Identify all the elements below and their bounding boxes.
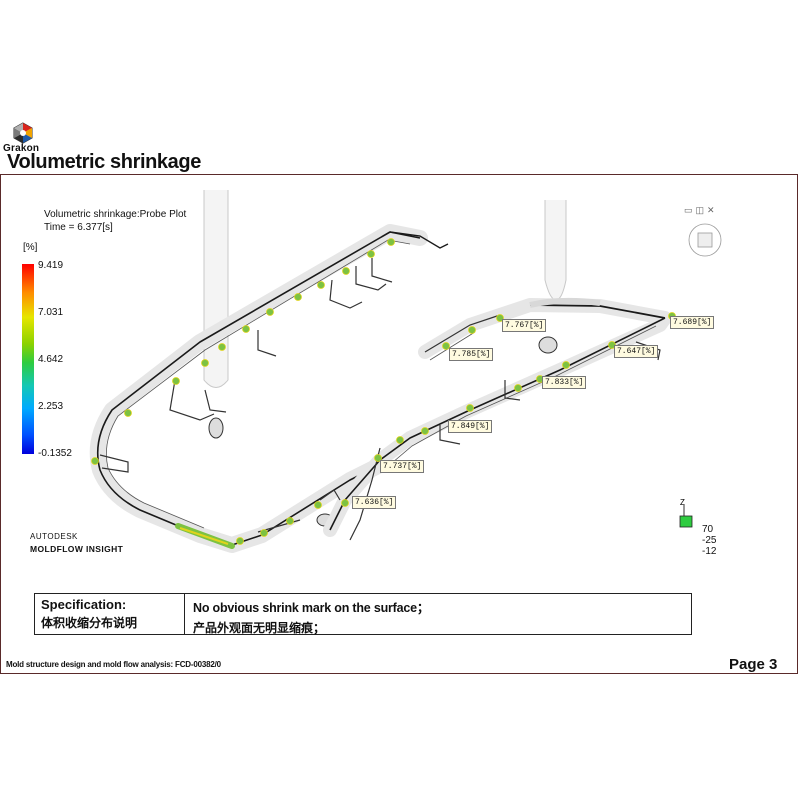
- probe-marker: [286, 517, 294, 525]
- probe-marker: [91, 457, 99, 465]
- plot-frame: [0, 174, 798, 674]
- probe-marker: [201, 359, 209, 367]
- probe-label: 7.833[%]: [542, 376, 587, 389]
- spec-label-cn: 体积收缩分布说明: [41, 616, 138, 630]
- probe-label: 7.647[%]: [614, 345, 659, 358]
- spec-value-en: No obvious shrink mark on the surface；: [193, 601, 430, 615]
- probe-marker: [367, 250, 375, 258]
- probe-marker: [236, 537, 244, 545]
- page-number: Page 3: [729, 656, 778, 673]
- probe-marker: [468, 326, 476, 334]
- probe-marker: [374, 454, 382, 462]
- page-title: Volumetric shrinkage: [7, 151, 201, 173]
- probe-marker: [242, 325, 250, 333]
- footer-text: Mold structure design and mold flow anal…: [6, 660, 221, 669]
- probe-label: 7.737[%]: [380, 460, 425, 473]
- probe-marker: [218, 343, 226, 351]
- scale-unit: [%]: [23, 242, 38, 253]
- spec-value-cn: 产品外观面无明显缩痕；: [193, 621, 326, 635]
- probe-label: 7.785[%]: [449, 348, 494, 361]
- spec-label-cell: Specification: 体积收缩分布说明: [35, 594, 185, 634]
- scale-tick-max: 9.419: [38, 260, 64, 271]
- probe-marker: [314, 501, 322, 509]
- axis-z-label: Z: [680, 498, 685, 507]
- view-controls: ▭◫✕: [684, 205, 718, 216]
- rotation-readout: 70 -25 -12: [702, 524, 716, 557]
- plot-result-name: Volumetric shrinkage:Probe Plot: [44, 209, 187, 220]
- maximize-icon[interactable]: ◫: [695, 205, 708, 215]
- specification-table: Specification: 体积收缩分布说明 No obvious shrin…: [34, 593, 692, 635]
- scale-tick: 7.031: [38, 307, 64, 318]
- scale-tick: 2.253: [38, 401, 64, 412]
- rotation-x: 70: [702, 524, 714, 535]
- probe-marker: [496, 314, 504, 322]
- orientation-triad-icon: Z: [679, 498, 693, 528]
- probe-marker: [442, 342, 450, 350]
- probe-label: 7.767[%]: [502, 319, 547, 332]
- rotation-y: -25: [702, 535, 717, 546]
- software-label: MOLDFLOW INSIGHT: [30, 544, 124, 554]
- restore-icon[interactable]: ▭: [684, 205, 696, 215]
- sprue-cylinder-left: [203, 190, 229, 388]
- probe-marker: [421, 427, 429, 435]
- scale-tick-min: -0.1352: [38, 448, 72, 459]
- color-scale-bar: [22, 264, 34, 454]
- brand-name: Grakon: [3, 143, 40, 154]
- part-left-loop: [89, 224, 449, 553]
- probe-marker: [172, 377, 180, 385]
- probe-label: 7.849[%]: [448, 420, 493, 433]
- probe-marker: [266, 308, 274, 316]
- probe-marker: [387, 238, 395, 246]
- probe-marker: [466, 404, 474, 412]
- probe-label: 7.636[%]: [352, 496, 397, 509]
- close-icon[interactable]: ✕: [707, 205, 718, 215]
- probe-marker: [341, 499, 349, 507]
- view-cube-icon: [688, 223, 722, 257]
- grakon-logo-icon: [13, 122, 33, 144]
- probe-marker: [342, 267, 350, 275]
- probe-marker: [514, 384, 522, 392]
- probe-marker: [396, 436, 404, 444]
- spec-label-en: Specification:: [41, 597, 127, 612]
- probe-markers: [91, 238, 676, 545]
- vendor-label: AUTODESK: [30, 532, 78, 541]
- rotation-z: -12: [702, 546, 717, 557]
- plot-caption: Volumetric shrinkage:Probe Plot Time = 6…: [44, 208, 186, 234]
- scale-tick: 4.642: [38, 354, 64, 365]
- probe-label: 7.689[%]: [670, 316, 715, 329]
- spec-value-cell: No obvious shrink mark on the surface； 产…: [185, 594, 691, 635]
- sprue-cylinder-right: [544, 200, 567, 301]
- probe-marker: [294, 293, 302, 301]
- probe-marker: [260, 529, 268, 537]
- probe-marker: [124, 409, 132, 417]
- plot-time: Time = 6.377[s]: [44, 222, 113, 233]
- probe-marker: [562, 361, 570, 369]
- probe-marker: [317, 281, 325, 289]
